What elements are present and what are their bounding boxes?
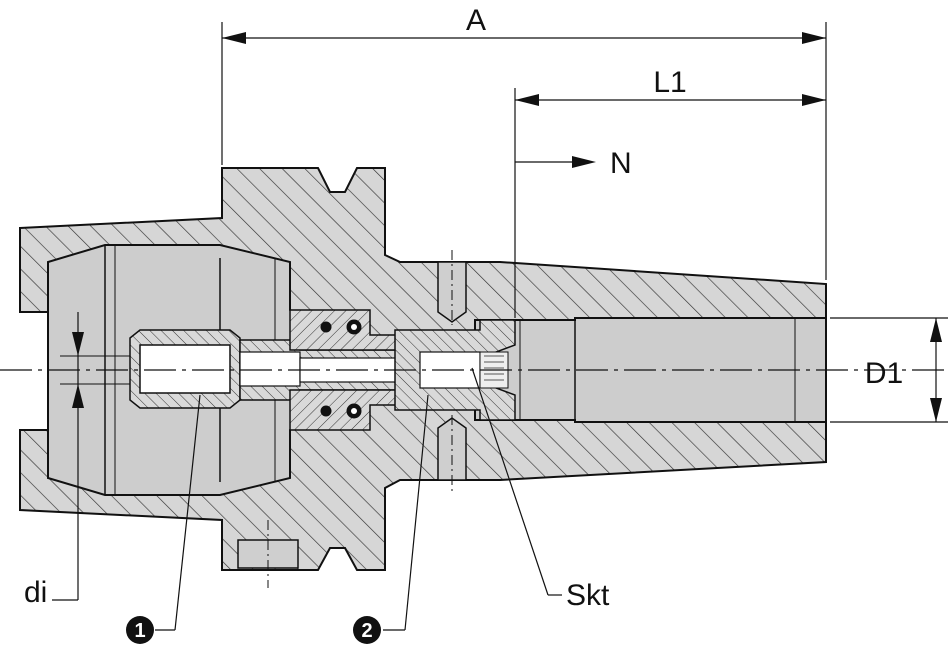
dimension-d1-label: D1 (865, 357, 903, 390)
dimension-di: di (24, 312, 130, 609)
dimension-l1-label: L1 (653, 66, 686, 99)
dimension-a-label: A (466, 4, 486, 37)
skt-label: Skt (566, 579, 610, 612)
coolant-tube (129, 329, 401, 409)
radial-holes (237, 250, 467, 588)
callout-1: 1 (126, 394, 201, 644)
seal-housing (289, 309, 401, 431)
dimension-a: A (221, 4, 827, 280)
dimension-l1: L1 (514, 66, 826, 318)
callout-2: 2 (353, 394, 429, 644)
dimension-d1: D1 (830, 317, 948, 423)
callout-2-number: 2 (361, 620, 372, 642)
dimension-n-label: N (610, 147, 632, 180)
dimension-di-label: di (24, 576, 47, 609)
skt-callout: Skt (471, 367, 610, 612)
dimension-n: N (515, 147, 632, 180)
callout-1-number: 1 (134, 620, 145, 642)
